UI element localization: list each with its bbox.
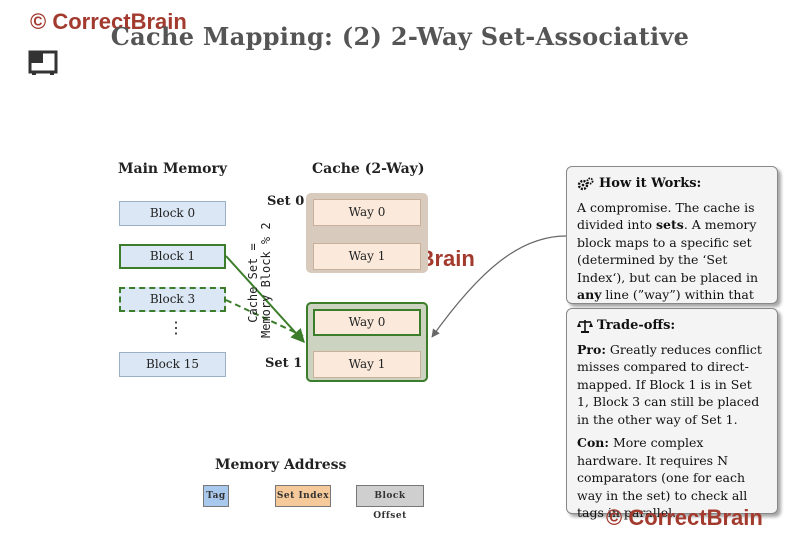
address-field-block-offset: Block Offset xyxy=(356,485,424,521)
block-3-dashed-arrow xyxy=(225,299,304,337)
main-memory-heading: Main Memory xyxy=(118,161,228,177)
pro-text: Pro: Greatly reduces conflict misses com… xyxy=(577,341,762,427)
how-it-works-text: A compromise. The cache is divided into … xyxy=(577,199,759,320)
scale-icon xyxy=(577,319,593,333)
set-1-label: Set 1 xyxy=(265,356,303,371)
address-field-tag: Tag xyxy=(203,485,229,507)
gears-icon xyxy=(577,177,594,190)
memory-block-1: Block 1 xyxy=(119,244,226,269)
memory-block-0: Block 0 xyxy=(119,201,226,226)
callout-arrow xyxy=(431,235,567,338)
mapping-rule-line-2: Memory Block % 2 xyxy=(259,222,273,338)
how-it-works-title: How it Works: xyxy=(599,176,702,191)
set-0-way-1: Way 1 xyxy=(313,243,421,270)
set-0-label: Set 0 xyxy=(267,194,305,209)
memory-ellipsis: ⋮ xyxy=(168,318,184,337)
memory-block-15: Block 15 xyxy=(119,352,226,377)
block-1-arrow xyxy=(225,255,305,344)
set-0-way-0: Way 0 xyxy=(313,199,421,226)
address-field-set-index: Set Index xyxy=(275,485,331,507)
watermark-bottom-right: © CorrectBrain xyxy=(606,505,763,530)
memory-address-heading: Memory Address xyxy=(215,457,347,473)
trade-offs-panel: Trade-offs: Pro: Greatly reduces conflic… xyxy=(566,308,778,520)
set-1-way-0: Way 0 xyxy=(313,309,421,336)
watermark-top-left: © CorrectBrain xyxy=(30,9,187,34)
con-text: Con: More complex hardware. It requires … xyxy=(577,435,748,520)
logo-icon xyxy=(28,50,58,75)
how-it-works-panel: How it Works: A compromise. The cache is… xyxy=(566,166,778,320)
mapping-rule: Cache Set = Memory Block % 2 xyxy=(246,222,275,338)
trade-offs-title: Trade-offs: xyxy=(597,318,676,333)
set-1-way-1: Way 1 xyxy=(313,351,421,378)
cache-heading: Cache (2-Way) xyxy=(312,161,425,177)
page-title: Cache Mapping: (2) 2-Way Set-Associative xyxy=(110,22,690,51)
memory-block-3: Block 3 xyxy=(119,287,226,312)
